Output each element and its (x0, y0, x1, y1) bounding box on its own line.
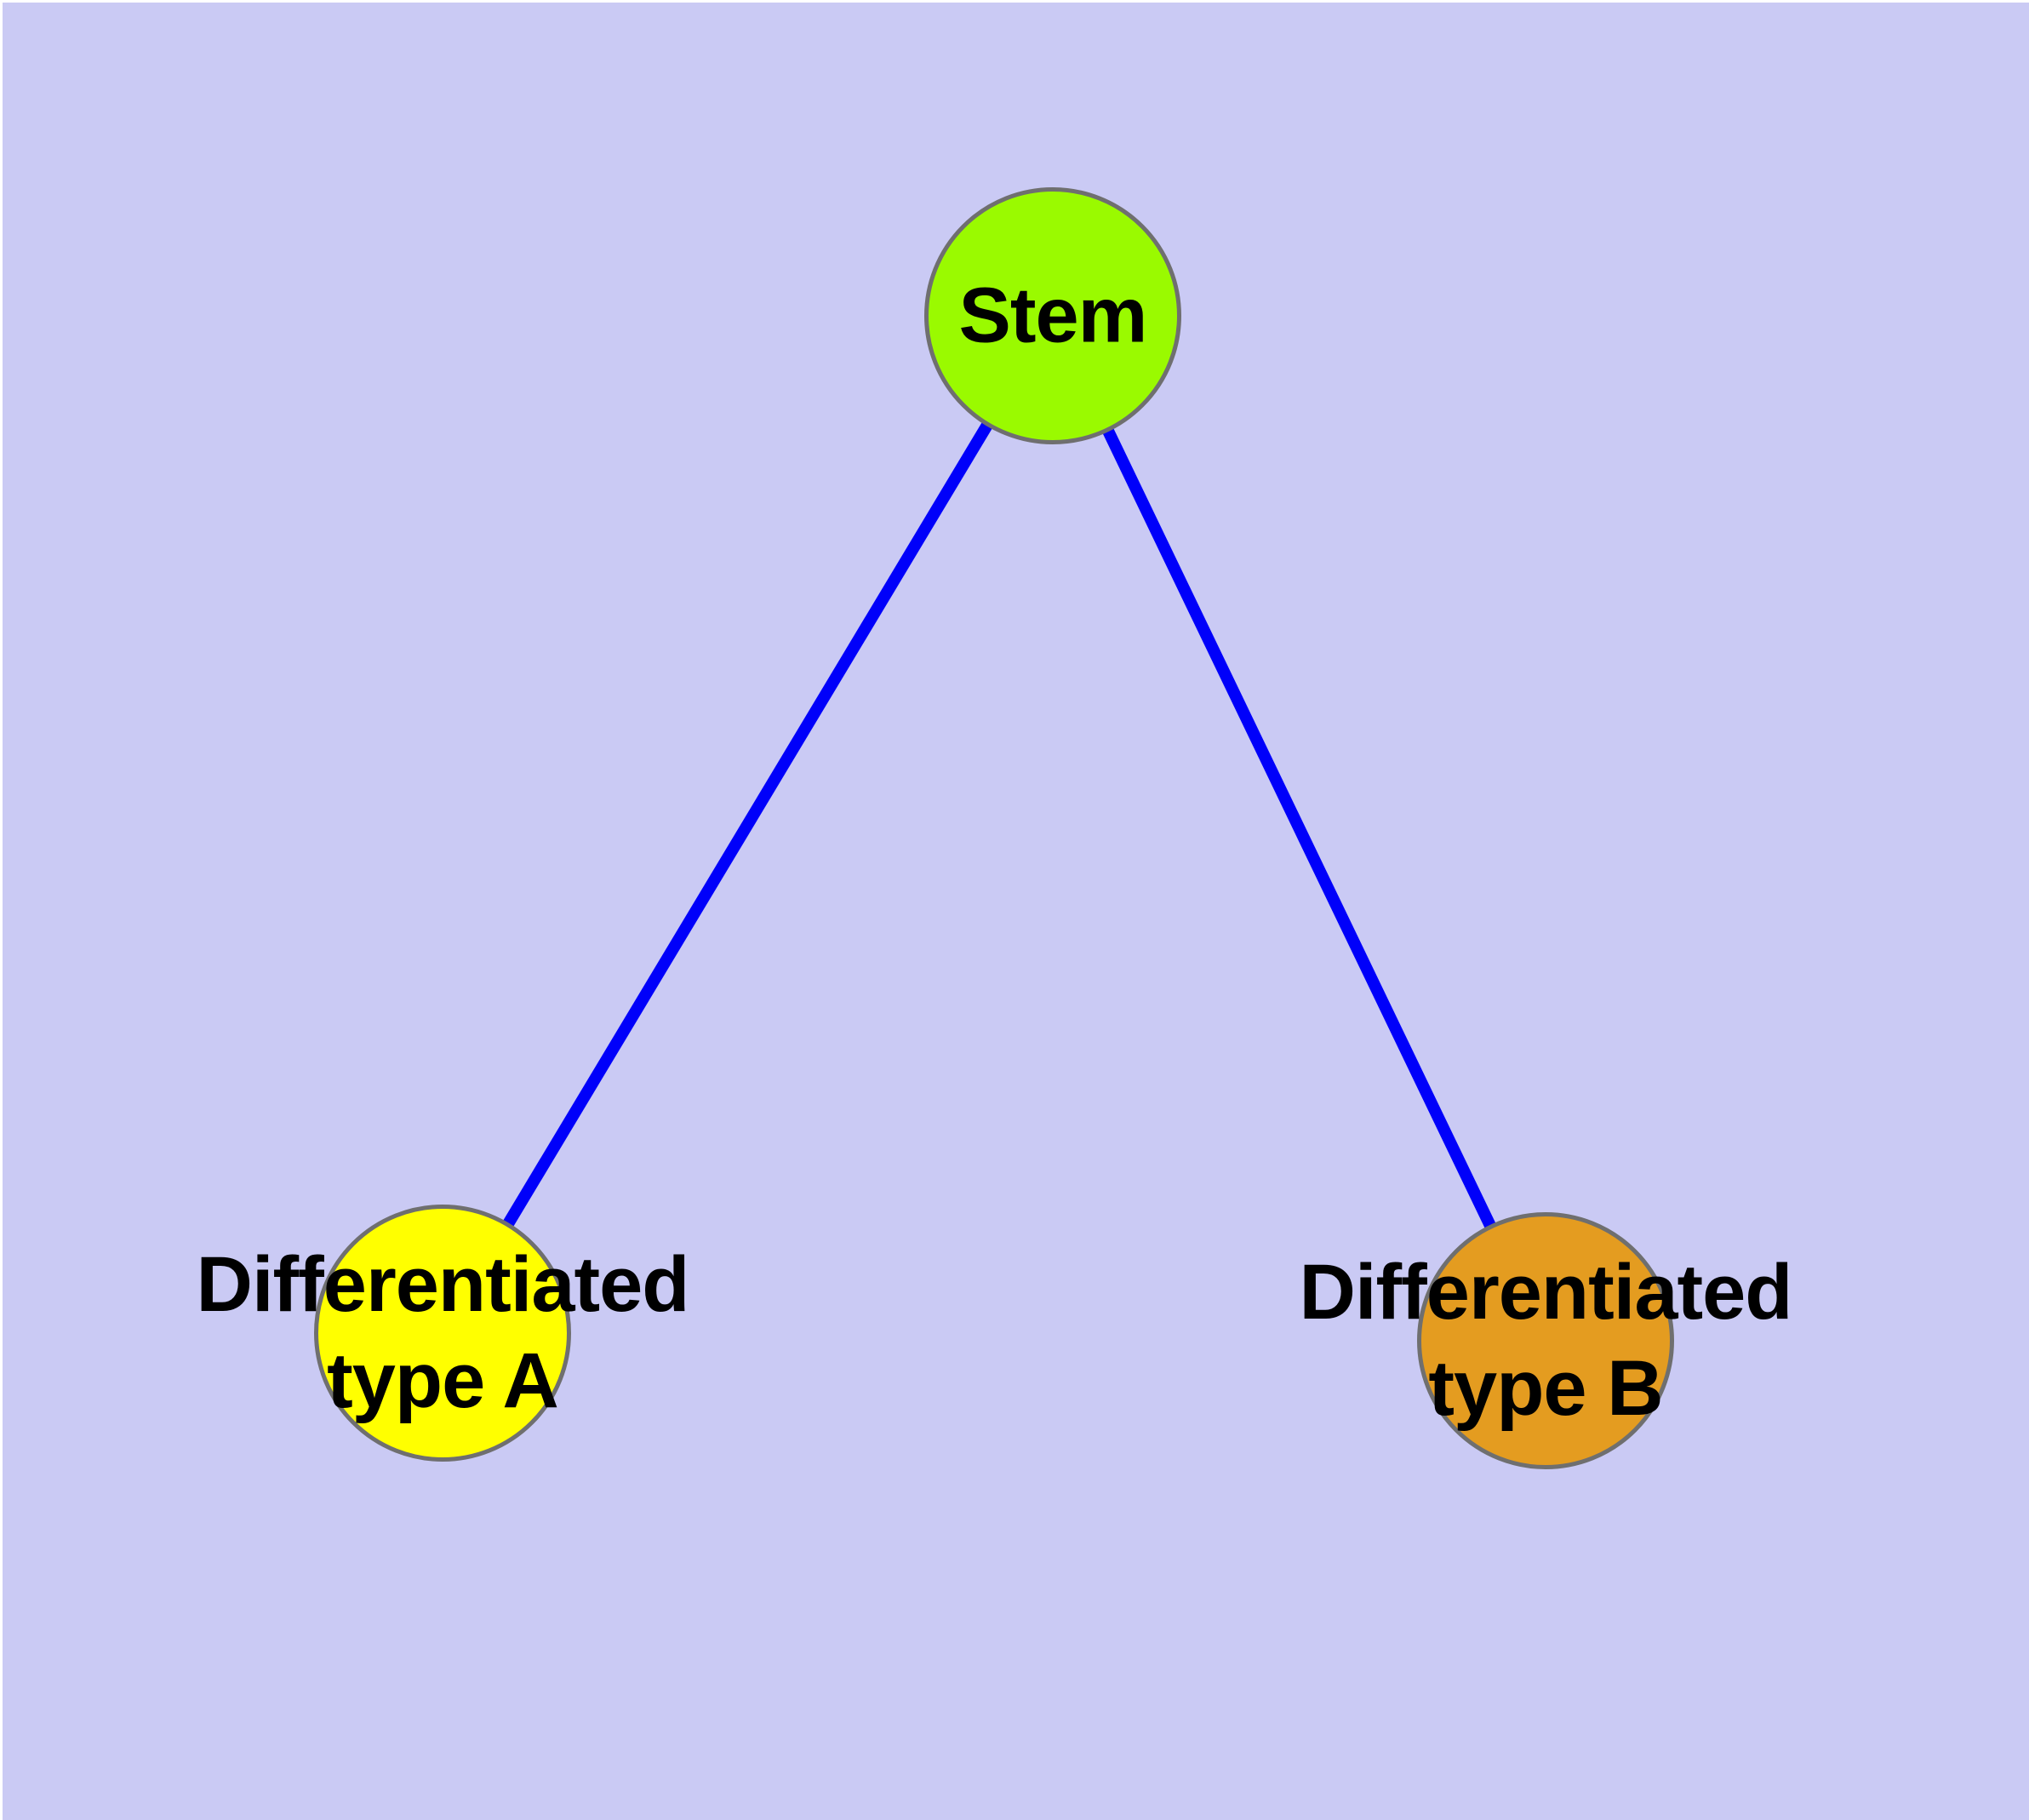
node-differentiated-type-b (1417, 1212, 1674, 1469)
node-differentiated-type-a (314, 1205, 571, 1462)
edge-stem-to-type-a (437, 312, 1059, 1336)
node-label-differentiated-type-b: Differentiated type B (1299, 1248, 1793, 1432)
edge-stem-to-type-b (1047, 312, 1552, 1344)
node-stem (924, 187, 1181, 444)
node-label-stem: Stem (958, 272, 1148, 359)
node-label-differentiated-type-a: Differentiated type A (196, 1240, 690, 1424)
